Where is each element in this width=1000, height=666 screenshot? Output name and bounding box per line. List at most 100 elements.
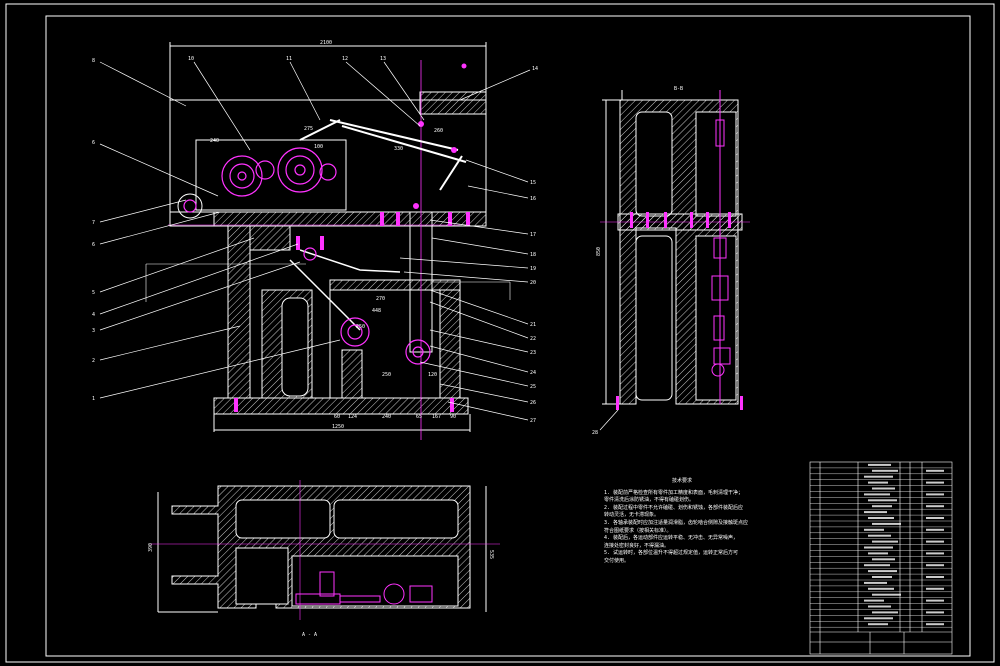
balloon-right-11: 26 bbox=[530, 400, 536, 406]
parts-list-cell bbox=[926, 611, 944, 614]
note-line-4: 3. 各轴承装配时应加注适量润滑脂，齿轮啮合侧隙及接触斑点应 bbox=[604, 519, 749, 526]
main-dimensions: 2100 1250 240 275 100 260 330 270 250 44… bbox=[210, 40, 456, 430]
section-pins bbox=[616, 212, 743, 410]
balloon-top-0: 10 bbox=[188, 56, 194, 62]
parts-list-cell bbox=[872, 487, 895, 490]
parts-list-cell bbox=[872, 469, 898, 472]
balloon-right-6: 21 bbox=[530, 322, 536, 328]
note-line-3: 转动灵活，无卡滞现象。 bbox=[604, 512, 660, 519]
parts-list-cell bbox=[868, 605, 891, 608]
dim-90: 90 bbox=[450, 414, 456, 420]
parts-list-cell bbox=[926, 587, 944, 590]
parts-list-cell bbox=[872, 611, 898, 614]
dim-250: 250 bbox=[356, 324, 365, 330]
balloons-left: 8 6 7 6 5 4 3 2 1 bbox=[92, 58, 95, 402]
dim-60: 60 bbox=[334, 414, 340, 420]
section-view: B-B bbox=[602, 86, 743, 405]
balloon-right-12: 27 bbox=[530, 418, 536, 424]
dim-240: 240 bbox=[210, 138, 219, 144]
balloons-top: 10 11 12 13 14 bbox=[188, 56, 538, 72]
parts-list-cell bbox=[926, 505, 944, 508]
parts-list-cell bbox=[868, 587, 894, 590]
dim-overall-width: 2100 bbox=[320, 40, 332, 46]
parts-list-cell bbox=[872, 558, 895, 561]
notes-title: 技术要求 bbox=[671, 478, 692, 484]
dim-240b: 240 bbox=[382, 414, 391, 420]
balloon-left-1: 6 bbox=[92, 140, 95, 146]
parts-list-cell bbox=[868, 570, 897, 573]
parts-list-cell bbox=[864, 581, 887, 584]
dim-height-right: 850 bbox=[596, 247, 602, 256]
dim-base-length: 1250 bbox=[332, 424, 344, 430]
parts-list-cell bbox=[864, 599, 884, 602]
balloon-right-4: 19 bbox=[530, 266, 536, 272]
plan-view bbox=[157, 485, 487, 613]
parts-list-cell bbox=[872, 576, 892, 578]
balloon-right-3: 18 bbox=[530, 252, 536, 258]
dim-65: 65 bbox=[416, 414, 422, 420]
parts-list-rows bbox=[810, 467, 952, 628]
parts-list-cell bbox=[926, 599, 944, 602]
balloon-right-8: 23 bbox=[530, 350, 536, 356]
section-dims: 850 bbox=[596, 247, 602, 256]
parts-list-cell bbox=[926, 564, 944, 567]
balloon-left-3: 6 bbox=[92, 242, 95, 248]
plan-dims: 535 390 A - A bbox=[148, 543, 494, 638]
parts-list-cell bbox=[864, 493, 890, 496]
parts-list-cell bbox=[926, 528, 944, 531]
dim-330: 330 bbox=[394, 146, 403, 152]
balloon-top-4: 14 bbox=[532, 66, 538, 72]
balloon-top-3: 13 bbox=[380, 56, 386, 62]
leaders-top bbox=[193, 61, 531, 151]
balloon-left-2: 7 bbox=[92, 220, 95, 226]
balloon-right-2: 17 bbox=[530, 232, 536, 238]
parts-list-cell bbox=[868, 499, 897, 502]
balloon-left-5: 4 bbox=[92, 312, 95, 318]
balloon-section: 28 bbox=[592, 430, 598, 436]
parts-list-cell bbox=[926, 623, 944, 626]
dim-270: 270 bbox=[376, 296, 385, 302]
balloon-right-10: 25 bbox=[530, 384, 536, 390]
note-line-1: 零件清洗后涂防锈油，不得有磕碰划伤。 bbox=[604, 497, 695, 504]
note-line-6: 4. 装配后，各运动部件应运转平稳、无冲击、无异常噪声， bbox=[604, 535, 739, 542]
parts-list-cell bbox=[926, 540, 944, 543]
dim-plan-inner: 390 bbox=[148, 543, 154, 552]
parts-list-cell bbox=[926, 481, 944, 484]
parts-list-cell bbox=[872, 593, 901, 596]
parts-list-cell bbox=[868, 481, 888, 484]
dim-250b: 250 bbox=[382, 372, 391, 378]
parts-list-cell bbox=[872, 522, 901, 525]
parts-list-cell bbox=[868, 517, 894, 519]
parts-list-cell bbox=[868, 534, 891, 537]
parts-list-cell bbox=[872, 505, 892, 508]
balloon-right-7: 22 bbox=[530, 336, 536, 342]
section-label-bottom: A - A bbox=[302, 632, 317, 638]
outer-frame bbox=[5, 3, 995, 663]
balloon-top-1: 11 bbox=[286, 56, 292, 62]
dim-275: 275 bbox=[304, 126, 313, 132]
parts-list-cell bbox=[864, 528, 884, 531]
main-pins bbox=[234, 63, 470, 412]
dim-124: 124 bbox=[348, 414, 357, 420]
plan-parts bbox=[150, 480, 500, 620]
balloon-left-7: 2 bbox=[92, 358, 95, 364]
leaders-right bbox=[399, 159, 529, 421]
note-line-2: 2. 装配过程中零件不允许磕碰、划伤和锈蚀，各部件装配后应 bbox=[604, 504, 744, 511]
dim-448: 448 bbox=[372, 308, 381, 314]
parts-list-cell bbox=[926, 552, 944, 555]
parts-list-cell bbox=[868, 463, 891, 466]
balloon-right-0: 15 bbox=[530, 180, 536, 186]
leaders-left bbox=[99, 61, 341, 399]
note-line-7: 连接处密封良好，不得漏油。 bbox=[604, 542, 670, 549]
parts-list-cell bbox=[868, 552, 888, 555]
parts-list-cell bbox=[926, 469, 944, 472]
balloon-left-4: 5 bbox=[92, 290, 95, 296]
balloon-left-6: 3 bbox=[92, 328, 95, 334]
dim-100: 100 bbox=[314, 144, 323, 150]
balloon-right-9: 24 bbox=[530, 370, 536, 376]
note-line-9: 交付使用。 bbox=[604, 557, 630, 564]
parts-list-cell bbox=[864, 564, 890, 567]
parts-list-cell bbox=[926, 517, 944, 519]
parts-list-cell bbox=[868, 623, 888, 626]
